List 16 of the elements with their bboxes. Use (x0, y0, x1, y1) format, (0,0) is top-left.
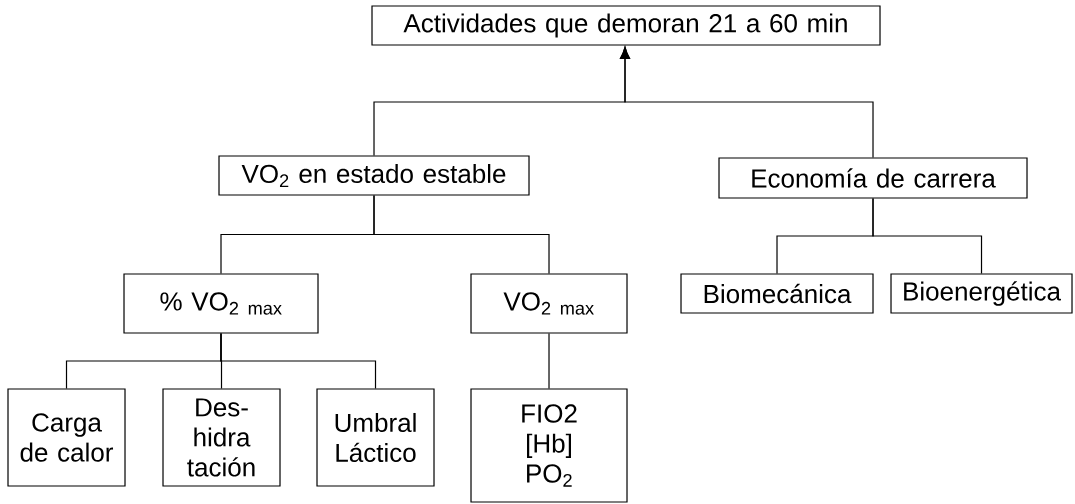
connector (373, 195, 550, 274)
leaf-box: Des- hidra tación (162, 388, 281, 487)
category-box: Economía de carrera (718, 157, 1028, 199)
category-box: VO$_{2}$ en estado estable (218, 155, 530, 196)
leaf-box: Carga de calor (7, 388, 126, 487)
connector (872, 198, 983, 274)
connector (220, 333, 377, 389)
root-box: Actividades que demoran 21 a 60 min (371, 5, 881, 46)
factor-box: % VO$_{2 max}$ (123, 273, 319, 334)
connector (548, 333, 550, 389)
leaf-box: Umbral Láctico (316, 388, 435, 487)
connector (620, 46, 874, 158)
leaf-box: FIO2 [Hb] PO$_{2}$ (470, 388, 628, 503)
factor-box: Bioenergética (890, 273, 1073, 314)
factor-box: Biomecánica (680, 273, 874, 314)
factor-box: VO$_{2 max}$ (470, 273, 628, 334)
